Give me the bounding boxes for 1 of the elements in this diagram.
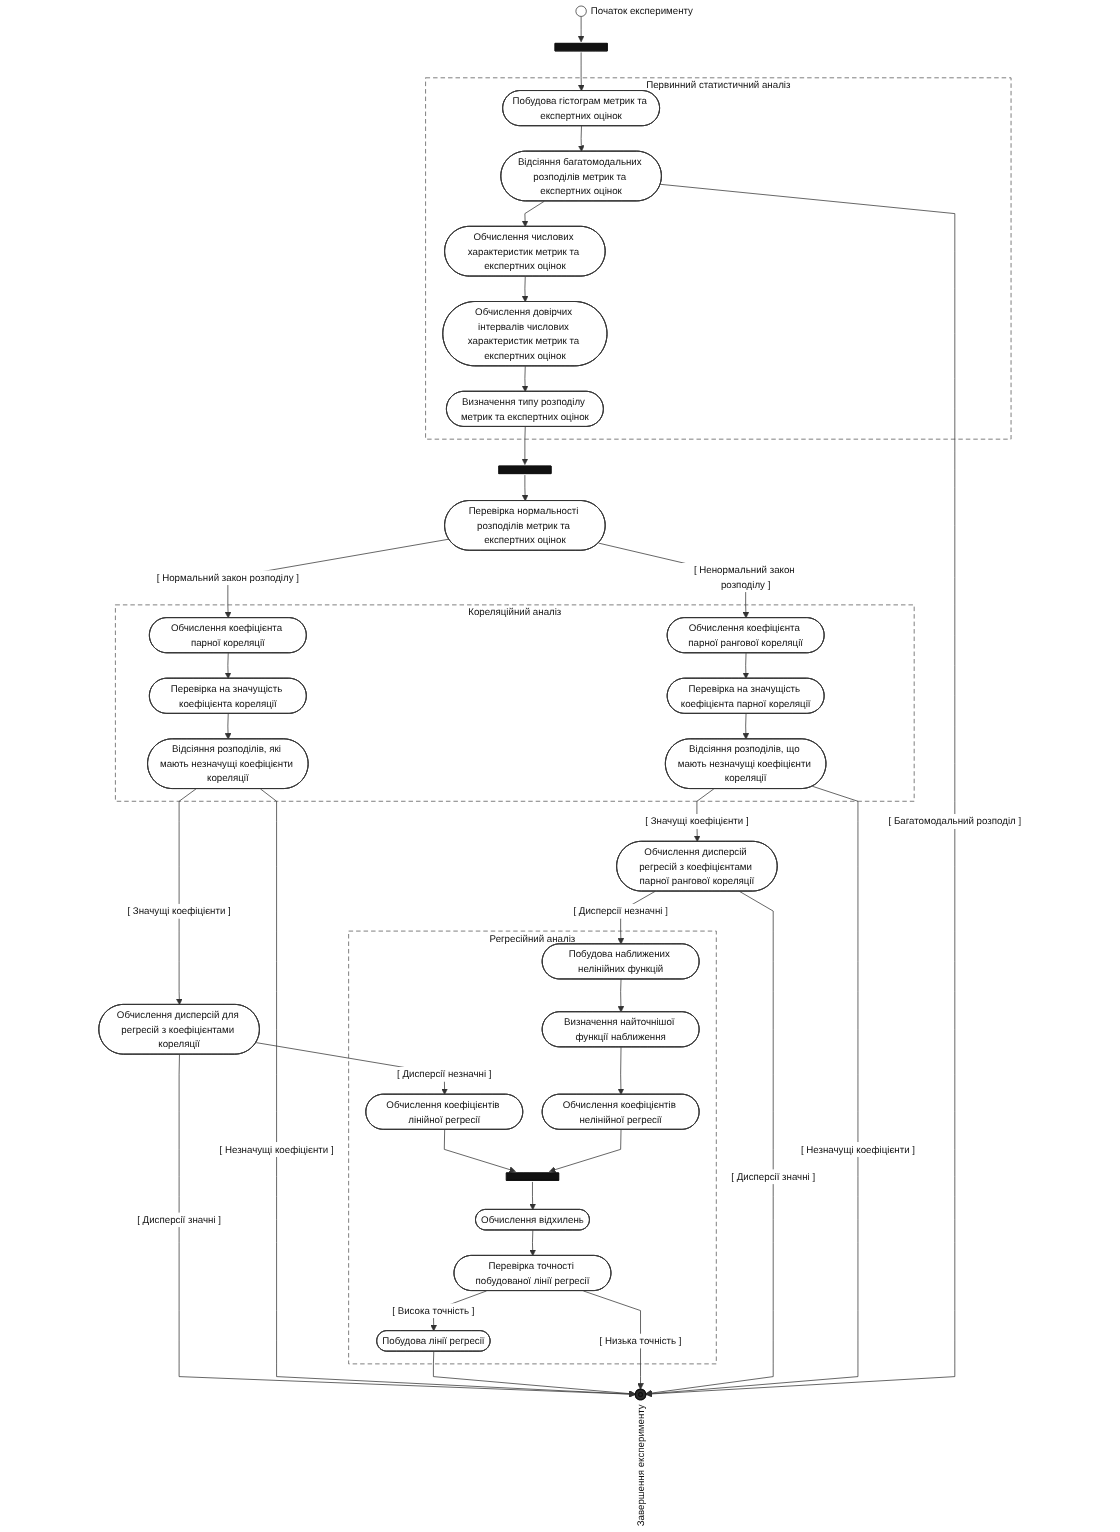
node-circle xyxy=(575,5,587,17)
